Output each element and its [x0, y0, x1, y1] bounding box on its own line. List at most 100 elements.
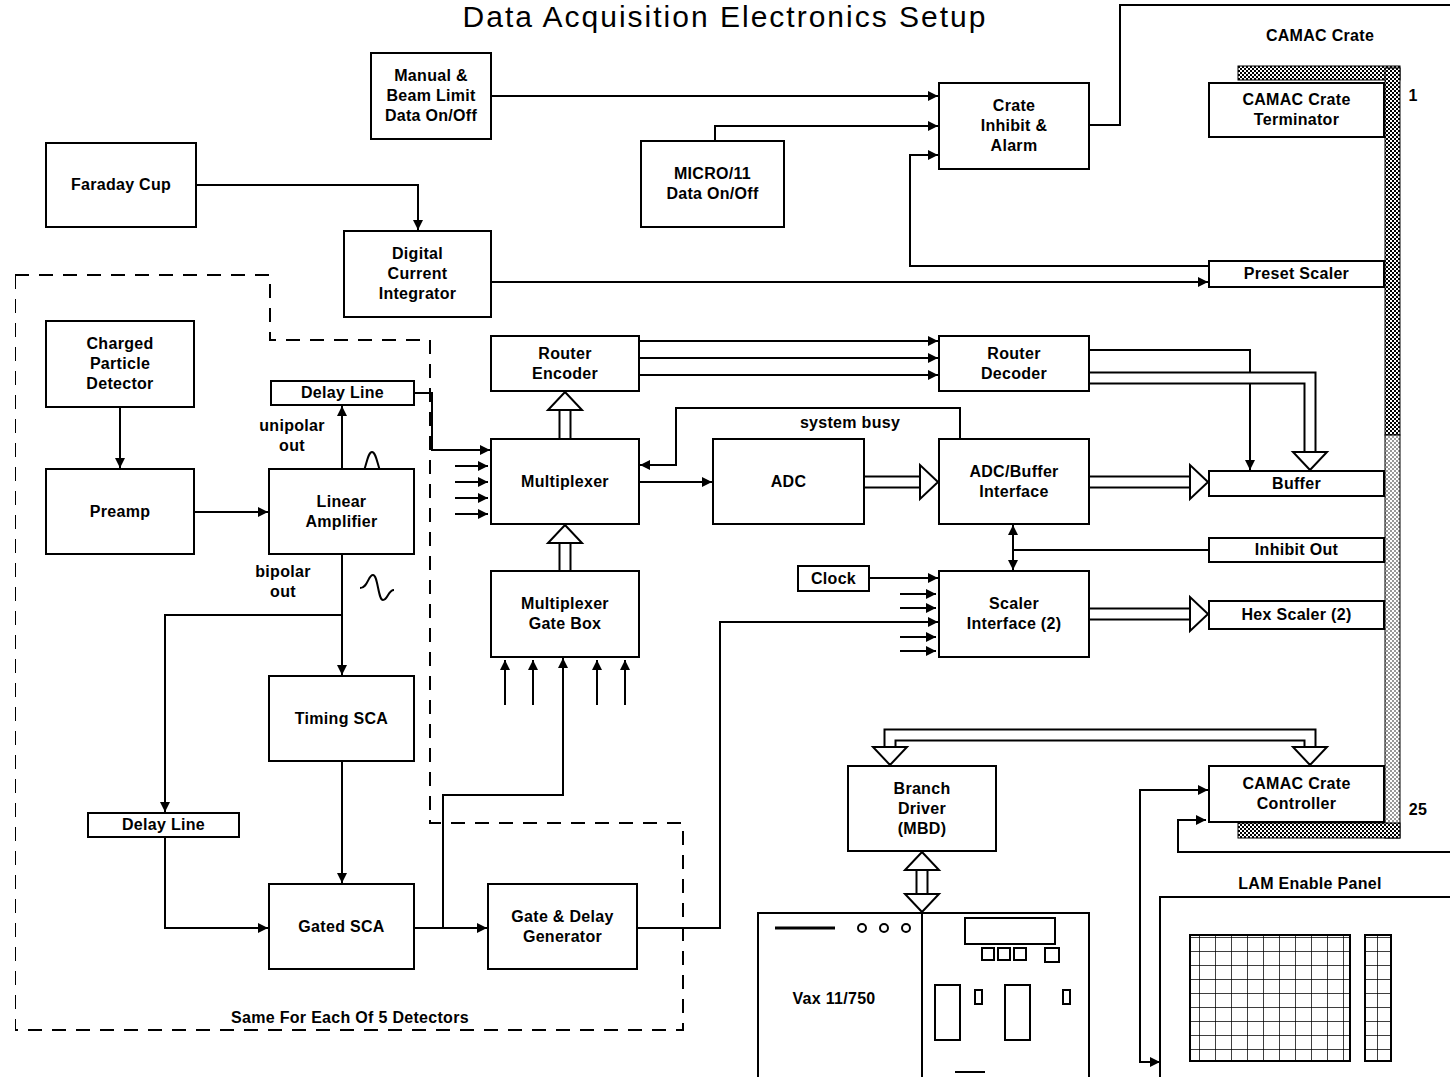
bus-outline [559, 409, 572, 438]
node-label: Router Encoder [515, 344, 615, 384]
signal-wire [870, 578, 938, 579]
dashed-outline-path [15, 275, 683, 1030]
bus-arrow [1090, 378, 1327, 470]
module-box: Gated SCA [268, 883, 415, 970]
node-label: MICRO/11 Data On/Off [658, 164, 768, 204]
node-label: Linear Amplifier [292, 492, 392, 532]
signal-wire [120, 408, 121, 468]
signal-wire [342, 406, 343, 468]
node-label: Faraday Cup [71, 175, 171, 195]
wire-path [1090, 350, 1250, 470]
bus-outline [559, 542, 572, 570]
bus-inner [561, 409, 570, 438]
bus-outline [916, 869, 929, 895]
module-box: Preamp [45, 468, 195, 555]
bus-inner [561, 542, 570, 570]
node-label: Manual & Beam Limit Data On/Off [379, 66, 484, 126]
module-box: ADC/Buffer Interface [938, 438, 1090, 525]
wire-path [1013, 550, 1208, 570]
computer-illustration-part [858, 924, 866, 932]
bus-arrow [905, 852, 939, 912]
lam-panel-illustration-part [1190, 935, 1350, 1061]
node-label: ADC [771, 472, 807, 492]
node-label: Same For Each Of 5 Detectors [15, 1008, 685, 1028]
signal-wire [165, 838, 268, 928]
bus-inner [918, 869, 927, 895]
wire-part [455, 513, 488, 515]
wire-path [1140, 790, 1208, 1062]
node-label: Buffer [1272, 474, 1321, 494]
node-label: Delay Line [301, 383, 384, 403]
bus-arrow [548, 525, 582, 570]
signal-wire [640, 482, 712, 483]
bus-heads [920, 465, 938, 499]
module-box: Delay Line [87, 812, 240, 838]
wire-path [870, 577, 938, 579]
node-label: Charged Particle Detector [70, 334, 170, 394]
signal-wire [910, 155, 1208, 266]
wire-path [715, 126, 938, 140]
computer-illustration-part [1005, 985, 1030, 1040]
module-box: Buffer [1208, 470, 1385, 497]
computer: Vax 11/750 [757, 912, 1090, 1077]
computer-illustration-part [1045, 948, 1059, 962]
node-label: Preamp [90, 502, 151, 522]
node-label: Hex Scaler (2) [1241, 605, 1351, 625]
wire-path [640, 340, 938, 342]
wire-path [492, 281, 1208, 283]
signal-wire [415, 393, 490, 450]
module-box: Scaler Interface (2) [938, 570, 1090, 658]
wire-path [119, 408, 121, 468]
node-label: Gated SCA [298, 917, 384, 937]
lam-panel-illustration-part [1160, 897, 1450, 1077]
node-label: Gate & Delay Generator [498, 907, 628, 947]
wire-part [532, 660, 534, 705]
node-label: LAM Enable Panel [1170, 874, 1450, 894]
wire-part [455, 465, 488, 467]
bus-inner [1090, 478, 1191, 487]
lam-panel-illustration-part [1365, 935, 1391, 1061]
hollow-arrowhead [905, 894, 939, 912]
wire-path [197, 185, 418, 230]
hollow-arrowhead [1190, 597, 1208, 631]
module-box: Gate & Delay Generator [487, 883, 638, 970]
signal-wire [640, 375, 938, 376]
node-label: Preset Scaler [1244, 264, 1349, 284]
bus-heads [873, 747, 1327, 765]
node-label: Vax 11/750 [759, 989, 909, 1009]
module-box: CAMAC Crate Terminator [1208, 82, 1385, 138]
hollow-arrowhead [548, 525, 582, 543]
computer-illustration-part [921, 912, 923, 1077]
bus-arrow [873, 735, 1327, 765]
computer-illustration-part [880, 924, 888, 932]
module-box: Charged Particle Detector [45, 320, 195, 408]
computer-illustration-part [1063, 990, 1070, 1004]
module-box: Multiplexer Gate Box [490, 570, 640, 658]
bus-heads [1190, 465, 1208, 499]
wire-part [455, 481, 488, 483]
wire-part [900, 636, 936, 638]
signal-wire [640, 341, 938, 342]
camac-crate-frame-part [1385, 435, 1400, 838]
wire-path [195, 511, 268, 513]
wire-path [640, 481, 712, 483]
module-box: Digital Current Integrator [343, 230, 492, 318]
signal-wire [197, 185, 418, 230]
node-label: Multiplexer Gate Box [510, 594, 620, 634]
computer-illustration-part [998, 948, 1010, 960]
wire-part [1178, 820, 1450, 852]
signal-wire [492, 282, 1208, 283]
computer-illustration-part [965, 918, 1055, 944]
bus-arrow [865, 465, 938, 499]
computer-illustration-part [982, 948, 994, 960]
bus-outline [1090, 378, 1310, 453]
camac-crate-frame [1238, 66, 1400, 838]
wire-part [900, 593, 936, 595]
bus-arrow [1090, 597, 1208, 631]
wire-path [640, 357, 938, 359]
bus-heads [1293, 452, 1327, 470]
wire-part [455, 497, 488, 499]
wire-path [492, 95, 938, 97]
signal-wire [1013, 550, 1208, 570]
